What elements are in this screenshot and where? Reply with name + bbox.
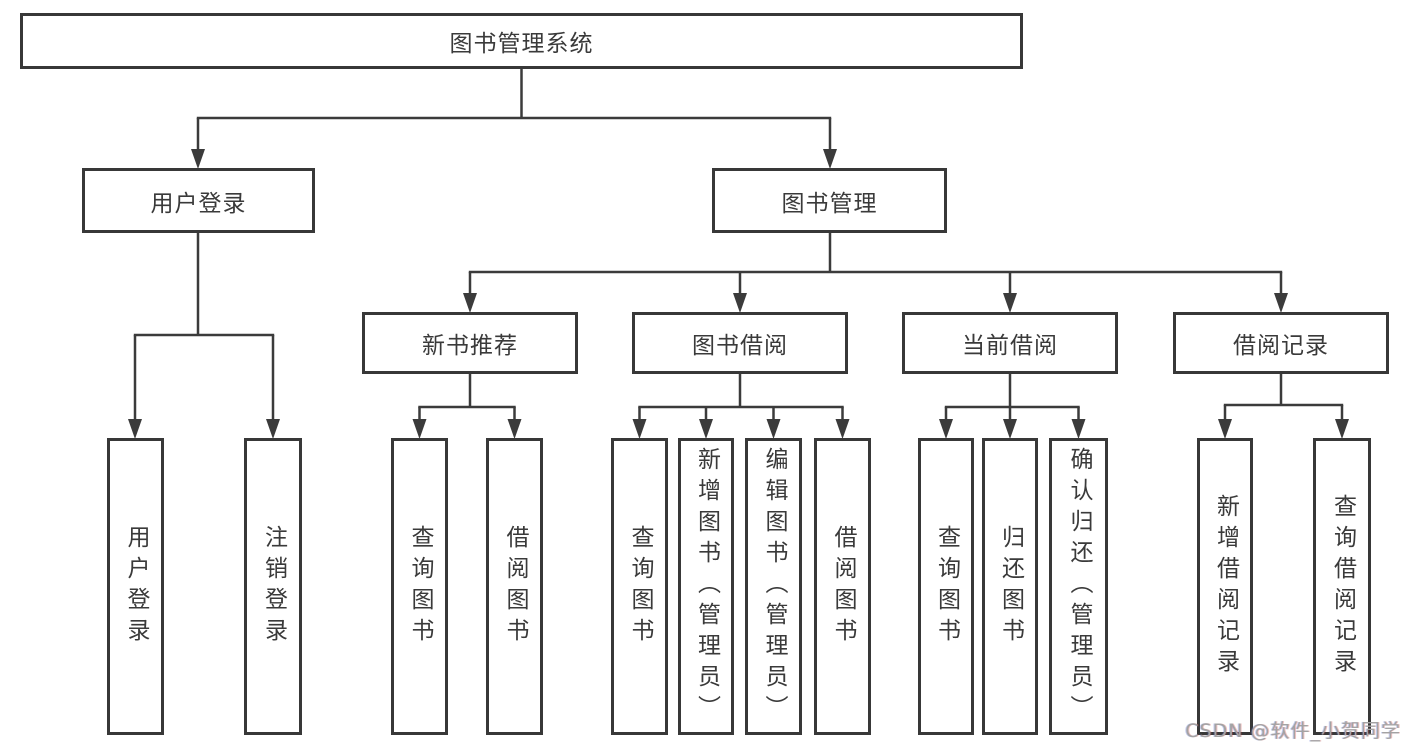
leaf-add-borrow-record-label: 新增借阅记录 — [1212, 493, 1239, 680]
leaf-edit-books-admin-label: 编辑图书（管理员） — [761, 447, 787, 726]
node-book-management: 图书管理 — [712, 168, 947, 233]
leaf-confirm-return-admin: 确认归还（管理员） — [1049, 438, 1108, 735]
leaf-query-books-current-label: 查询图书 — [933, 524, 960, 649]
leaf-user-login: 用户登录 — [107, 438, 164, 735]
leaf-borrow-books-label: 借阅图书 — [830, 524, 856, 649]
leaf-borrow-books-recommend: 借阅图书 — [486, 438, 543, 735]
node-current-borrow: 当前借阅 — [902, 312, 1118, 374]
leaf-edit-books-admin: 编辑图书（管理员） — [745, 438, 802, 735]
leaf-add-books-admin-label: 新增图书（管理员） — [693, 447, 720, 726]
node-new-book-recommend: 新书推荐 — [362, 312, 578, 374]
node-book-borrow: 图书借阅 — [632, 312, 848, 374]
leaf-query-books-borrow-label: 查询图书 — [627, 524, 653, 649]
leaf-confirm-return-admin-label: 确认归还（管理员） — [1066, 447, 1092, 726]
node-user-login: 用户登录 — [82, 168, 315, 233]
leaf-query-books-recommend: 查询图书 — [391, 438, 448, 735]
leaf-user-login-label: 用户登录 — [123, 524, 149, 649]
leaf-borrow-books: 借阅图书 — [814, 438, 871, 735]
leaf-query-borrow-record-label: 查询借阅记录 — [1329, 493, 1356, 680]
leaf-return-books-label: 归还图书 — [997, 524, 1024, 649]
node-borrow-records: 借阅记录 — [1173, 312, 1389, 374]
leaf-logout-login-label: 注销登录 — [260, 524, 287, 649]
node-root-system: 图书管理系统 — [20, 13, 1023, 69]
leaf-return-books: 归还图书 — [982, 438, 1038, 735]
leaf-query-borrow-record: 查询借阅记录 — [1313, 438, 1371, 735]
leaf-query-books-current: 查询图书 — [918, 438, 974, 735]
arrowheads — [128, 149, 1349, 439]
leaf-query-books-recommend-label: 查询图书 — [407, 524, 433, 649]
leaf-borrow-books-recommend-label: 借阅图书 — [502, 524, 528, 649]
watermark: CSDN @软件_小贺同学 — [1185, 720, 1401, 742]
leaf-add-borrow-record: 新增借阅记录 — [1197, 438, 1253, 735]
leaf-query-books-borrow: 查询图书 — [611, 438, 668, 735]
leaf-logout-login: 注销登录 — [244, 438, 302, 735]
leaf-add-books-admin: 新增图书（管理员） — [678, 438, 734, 735]
